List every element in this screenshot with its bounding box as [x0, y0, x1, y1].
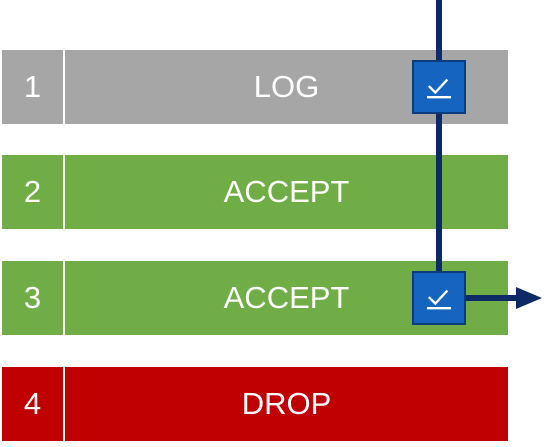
checkbox-checked-icon [412, 60, 466, 114]
checkbox-checked-icon [412, 271, 466, 325]
rule-number: 4 [2, 367, 65, 441]
rule-action: ACCEPT [223, 280, 350, 315]
rule-row-2: 2 ACCEPT [2, 155, 508, 229]
rule-number: 1 [2, 50, 65, 124]
rule-number: 3 [2, 261, 65, 335]
arrowhead-icon [516, 287, 542, 309]
rule-action: DROP [241, 386, 332, 421]
rule-row-4: 4 DROP [2, 367, 508, 441]
rule-number: 2 [2, 155, 65, 229]
rule-action: LOG [253, 69, 320, 104]
rule-action: ACCEPT [223, 174, 350, 209]
